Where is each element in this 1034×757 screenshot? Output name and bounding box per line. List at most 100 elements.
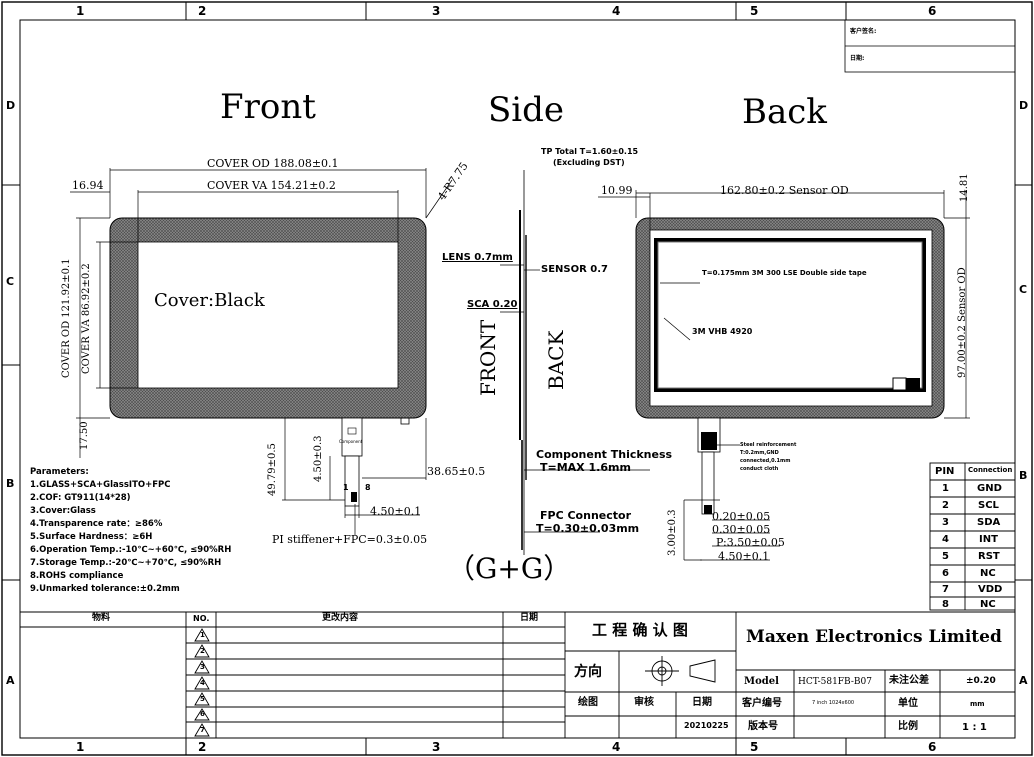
param-line-2: 2.COF: GT911(14*28) <box>30 493 131 503</box>
front-cover-va-vertical: COVER VA 86.92±0.2 <box>81 263 92 374</box>
side-component-thickness: Component Thickness <box>536 448 673 461</box>
company-name: Maxen Electronics Limited <box>746 627 1002 647</box>
param-line-3: 3.Cover:Glass <box>30 506 96 516</box>
engineering-confirm-title: 工 程 确 认 图 <box>592 621 688 639</box>
side-excluding-dst: (Excluding DST) <box>553 158 625 167</box>
param-line-4: 4.Transparence rate：≥86% <box>30 519 163 529</box>
row-letter-c-right: C <box>1019 283 1028 296</box>
side-sca: SCA 0.20 <box>467 299 518 310</box>
col-number-5: 5 <box>750 4 759 18</box>
front-pi-stiffener: PI stiffener+FPC=0.3±0.05 <box>272 533 428 546</box>
scale-label: 比例 <box>898 721 918 732</box>
back-tape-note: T=0.175mm 3M 300 LSE Double side tape <box>702 269 867 277</box>
front-pin-1: 1 <box>343 483 349 492</box>
front-offset-left: 16.94 <box>72 179 104 192</box>
pin-table-header-connection: Connection <box>968 466 1013 474</box>
row-letter-a-right: A <box>1019 674 1028 687</box>
back-offset-left: 10.99 <box>601 184 633 197</box>
pin-row-5-pin: 5 <box>942 551 949 562</box>
front-cover-va: COVER VA 154.21±0.2 <box>207 179 336 192</box>
title-block-grid <box>20 611 1015 738</box>
col-number-4: 4 <box>612 4 621 18</box>
param-line-6: 6.Operation Temp.:-10℃~+60℃, ≤90%RH <box>30 545 232 555</box>
rev-header-content: 更改内容 <box>322 613 359 623</box>
param-line-9: 9.Unmarked tolerance:±0.2mm <box>30 584 180 594</box>
side-tp-total: TP Total T=1.60±0.15 <box>541 147 639 156</box>
front-view-drawing <box>70 168 453 535</box>
back-dim-pitch: P:3.50±0.05 <box>716 536 785 549</box>
back-sensor-od-vertical: 97.00±0.2 Sensor OD <box>957 267 968 378</box>
date-value: 20210225 <box>684 721 729 730</box>
row-letter-d: D <box>6 99 16 112</box>
tolerance-label: 未注公差 <box>889 675 929 686</box>
pin-row-8-pin: 8 <box>942 599 949 610</box>
col-number-5-bottom: 5 <box>750 740 759 754</box>
customer-sign-label: 客户签名: <box>850 28 877 35</box>
side-component-thickness-value: T=MAX 1.6mm <box>540 461 631 474</box>
pin-row-4-conn: INT <box>979 534 998 545</box>
front-dim-17-50: 17.50 <box>79 421 90 450</box>
pin-row-4-pin: 4 <box>942 534 949 545</box>
back-steel-note-2: T:0.2mm,GND <box>740 450 779 456</box>
back-dim-14-81: 14.81 <box>959 173 970 202</box>
pin-table-header-pin: PIN <box>935 466 955 477</box>
customer-no-label: 客户编号 <box>742 698 782 709</box>
col-number-4-bottom: 4 <box>612 740 621 754</box>
param-line-7: 7.Storage Temp.:-20℃~+70℃, ≤90%RH <box>30 558 222 568</box>
drawn-label: 绘图 <box>578 697 598 708</box>
rev-number-5: 5 <box>200 695 205 703</box>
col-number-1: 1 <box>76 4 85 18</box>
rev-number-7: 7 <box>200 726 205 734</box>
row-letter-c: C <box>6 275 15 288</box>
col-number-6-bottom: 6 <box>928 740 937 754</box>
back-dim-4-50: 4.50±0.1 <box>718 550 770 563</box>
pin-row-7-conn: VDD <box>978 584 1003 595</box>
back-sensor-od: 162.80±0.2 Sensor OD <box>720 184 849 197</box>
scale-value: 1 : 1 <box>962 722 987 733</box>
front-pin-8: 8 <box>365 483 371 492</box>
pin-row-1-pin: 1 <box>942 483 949 494</box>
back-dim-3-00: 3.00±0.3 <box>667 509 678 556</box>
pin-row-1-conn: GND <box>977 483 1002 494</box>
pin-table-grid <box>929 462 1016 611</box>
side-lens: LENS 0.7mm <box>442 252 513 263</box>
side-fpc-value: T=0.30±0.03mm <box>536 522 640 535</box>
param-heading: Parameters: <box>30 467 89 477</box>
front-dim-4-50: 4.50±0.1 <box>370 505 422 518</box>
front-dim-38-65: 38.65±0.5 <box>427 465 486 478</box>
front-title: Front <box>220 87 316 127</box>
front-cover-label: Cover:Black <box>154 290 265 311</box>
pin-row-3-pin: 3 <box>942 517 949 528</box>
pin-row-2-conn: SCL <box>978 500 999 511</box>
param-line-5: 5.Surface Hardness：≥6H <box>30 532 153 542</box>
model-label: Model <box>744 676 779 687</box>
side-fpc-connector: FPC Connector <box>540 509 631 522</box>
back-vhb-note: 3M VHB 4920 <box>692 327 753 336</box>
side-front-label: FRONT <box>476 319 500 396</box>
version-label: 版本号 <box>748 721 778 732</box>
rev-header-material: 物料 <box>92 613 111 623</box>
rev-number-2: 2 <box>200 647 205 655</box>
row-letter-b: B <box>6 477 15 490</box>
param-line-8: 8.ROHS compliance <box>30 571 124 581</box>
back-steel-note-1: Steel reinforcement <box>740 442 797 448</box>
col-number-6: 6 <box>928 4 937 18</box>
date-field-label: 日期 <box>692 697 712 708</box>
pin-row-8-conn: NC <box>980 599 996 610</box>
revision-triangles <box>194 628 210 737</box>
rev-header-date: 日期 <box>520 613 539 623</box>
pin-row-3-conn: SDA <box>977 517 1001 528</box>
back-dim-0-20: 0.20±0.05 <box>712 510 771 523</box>
pin-row-7-pin: 7 <box>942 584 949 595</box>
side-title: Side <box>488 90 565 130</box>
back-view-drawing <box>598 190 970 561</box>
rev-number-6: 6 <box>200 710 205 718</box>
front-dim-49-79: 49.79±0.5 <box>267 443 278 496</box>
side-view-drawing <box>500 170 650 555</box>
side-sensor: SENSOR 0.7 <box>541 264 609 275</box>
row-letter-a: A <box>6 674 15 687</box>
col-number-2: 2 <box>198 4 207 18</box>
front-component-tag: Component <box>339 439 363 444</box>
tolerance-value: ±0.20 <box>966 676 996 686</box>
back-steel-note-4: conduct cloth <box>740 466 779 472</box>
